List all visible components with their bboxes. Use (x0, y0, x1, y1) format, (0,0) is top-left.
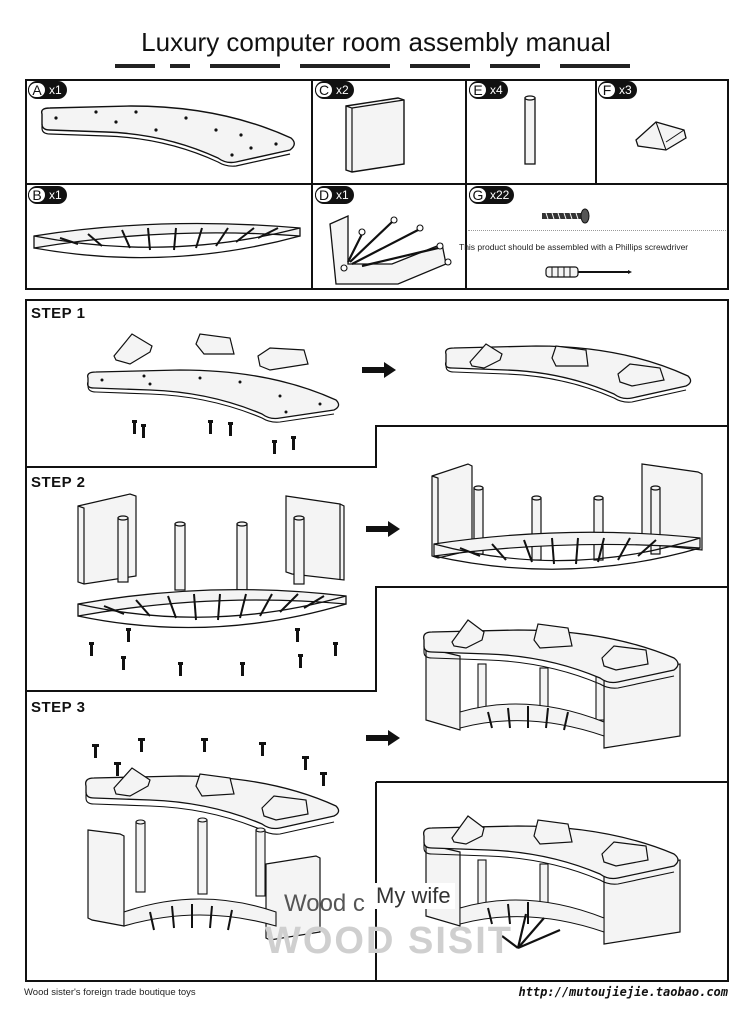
screwdriver-icon (544, 262, 634, 282)
step-1-label: STEP 1 (31, 305, 86, 322)
parts-divider-v2 (465, 79, 467, 290)
part-g-dotted-line (468, 230, 726, 231)
parts-divider-v3 (595, 79, 597, 185)
step-2-result-illustration (428, 458, 708, 580)
page-title: Luxury computer room assembly manual (104, 20, 648, 64)
step-3-result-illustration (418, 808, 688, 958)
step-3-exploded-illustration (80, 736, 370, 946)
part-c-side-panel-illustration (340, 92, 410, 174)
part-d-corner-base-illustration (322, 204, 462, 288)
step-2-arrow-icon (364, 519, 404, 539)
step-2-exploded-illustration (74, 488, 364, 688)
footer-url: http://mutoujiejie.taobao.com (518, 985, 728, 999)
parts-divider-v1 (311, 79, 313, 290)
step-2-label: STEP 2 (31, 474, 86, 491)
part-a-top-board-illustration (36, 100, 301, 168)
part-e-post-illustration (520, 94, 540, 169)
part-f-triangle-block-illustration (632, 116, 692, 158)
step-3-label: STEP 3 (31, 699, 86, 716)
part-g-screw-icon (538, 206, 594, 226)
part-b-base-illustration (30, 206, 305, 272)
step-1-exploded-illustration (80, 326, 350, 461)
step-2b-result-illustration (418, 612, 688, 752)
watermark-text-1: Wood c (284, 890, 365, 917)
step-3-arrow-icon (364, 728, 404, 748)
watermark-text-2: My wife (372, 883, 455, 909)
step-1-result-illustration (438, 332, 698, 412)
tool-note: This product should be assembled with a … (459, 242, 689, 252)
watermark-large: WOOD SISIT (265, 920, 513, 962)
parts-divider-h (25, 183, 729, 185)
footer-shop-name: Wood sister's foreign trade boutique toy… (24, 987, 196, 998)
step-1-arrow-icon (360, 360, 400, 380)
